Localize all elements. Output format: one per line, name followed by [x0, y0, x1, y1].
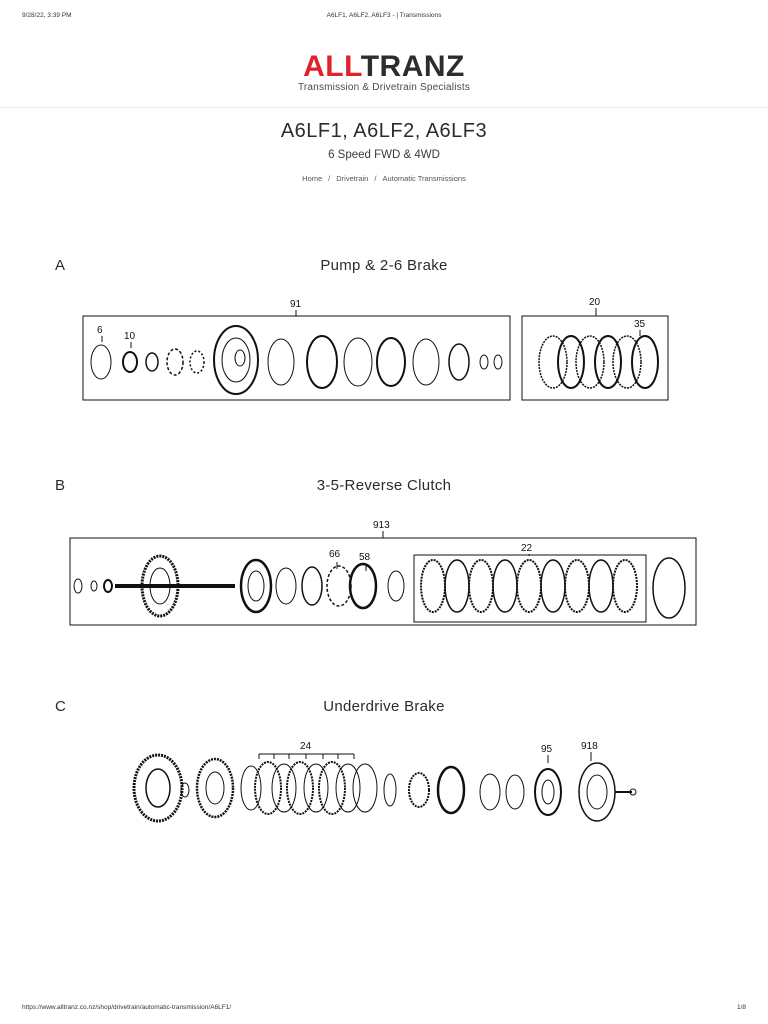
callout-label: 35: [634, 319, 646, 330]
callout-label: 58: [359, 552, 371, 563]
section-c-letter: C: [55, 698, 66, 715]
callout-label: 91: [290, 299, 302, 310]
callout-label: 24: [300, 741, 312, 752]
breadcrumb-drivetrain[interactable]: Drivetrain: [336, 174, 369, 183]
logo-wordmark: ALLTRANZ: [303, 50, 465, 83]
site-logo[interactable]: ALLTRANZ Transmission & Drivetrain Speci…: [0, 50, 768, 94]
callout-label: 22: [521, 543, 533, 554]
page-subtitle: 6 Speed FWD & 4WD: [328, 149, 440, 161]
callout-label: 918: [581, 741, 598, 752]
page-title: A6LF1, A6LF2, A6LF3: [280, 120, 488, 142]
section-b-title: 3-5-Reverse Clutch: [316, 477, 452, 494]
reverse-clutch-diagram: 913 66 58 22: [69, 520, 697, 626]
underdrive-brake-diagram: 24 95 918: [132, 741, 637, 823]
diagram-box: [413, 554, 647, 623]
print-page-number: 1/8: [736, 1004, 746, 1011]
section-a-title: Pump & 2-6 Brake: [320, 257, 448, 274]
diagram-box: [521, 315, 669, 401]
pump-brake-diagram: 91 20 6 10 35: [82, 297, 669, 401]
print-header: 9/28/22, 3:39 PM A6LF1, A6LF2, A6LF3 - |…: [0, 12, 768, 22]
callout-label: 66: [329, 549, 341, 560]
logo-tagline: Transmission & Drivetrain Specialists: [297, 82, 471, 93]
breadcrumb-separator: /: [328, 174, 331, 183]
header-divider: [0, 107, 768, 108]
breadcrumb: Home / Drivetrain / Automatic Transmissions: [0, 174, 768, 183]
breadcrumb-home[interactable]: Home: [302, 174, 323, 183]
section-a-letter: A: [55, 257, 66, 274]
breadcrumb-separator: /: [374, 174, 377, 183]
section-c-title: Underdrive Brake: [323, 698, 445, 715]
callout-label: 6: [97, 325, 103, 336]
callout-label: 20: [589, 297, 601, 308]
callout-label: 913: [373, 520, 390, 531]
breadcrumb-automatic-transmissions[interactable]: Automatic Transmissions: [382, 174, 466, 183]
print-url: https://www.alltranz.co.nz/shop/drivetra…: [22, 1004, 232, 1011]
print-doc-title: A6LF1, A6LF2, A6LF3 - | Transmissions: [326, 12, 442, 19]
callout-label: 95: [541, 744, 553, 755]
callout-label: 10: [124, 331, 136, 342]
section-b-letter: B: [55, 477, 66, 494]
print-datetime: 9/28/22, 3:39 PM: [22, 12, 72, 19]
